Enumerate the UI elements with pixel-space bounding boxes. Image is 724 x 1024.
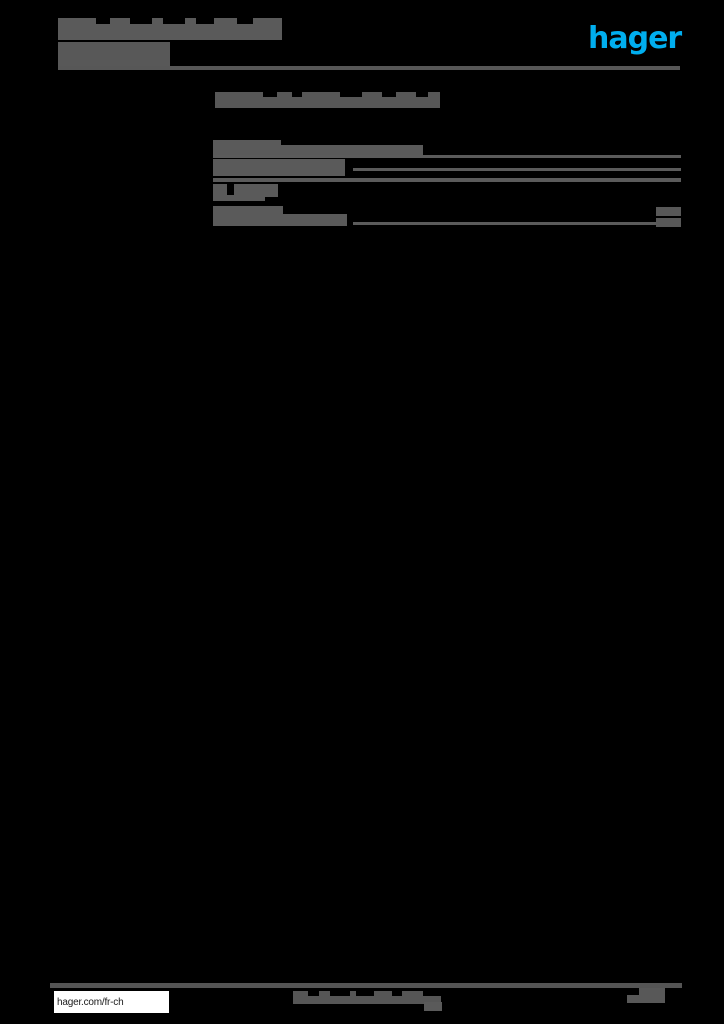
title-notch xyxy=(163,18,185,24)
row-divider xyxy=(353,168,681,171)
section-heading-notch xyxy=(340,92,362,97)
row-divider xyxy=(213,178,681,182)
row-label-block xyxy=(213,206,283,217)
title-notch xyxy=(96,18,110,24)
row-label-block xyxy=(213,159,345,171)
footer-notch xyxy=(356,991,374,996)
subtitle-cut xyxy=(176,42,282,62)
section-heading-notch xyxy=(416,92,428,97)
row-value xyxy=(656,207,681,216)
footer-page-notch xyxy=(627,988,639,995)
footer-notch xyxy=(392,991,402,996)
row-label-block xyxy=(213,145,423,156)
footer-notch xyxy=(330,991,350,996)
section-heading-notch xyxy=(263,92,277,97)
title-notch xyxy=(196,18,214,24)
row-divider xyxy=(213,155,681,158)
row-value xyxy=(656,218,681,227)
document-header: hager xyxy=(0,0,724,80)
title-notch xyxy=(130,18,152,24)
document-footer: hager.com/fr-ch xyxy=(0,978,724,1024)
section-heading-notch xyxy=(382,92,396,97)
hager-logo-text: hager xyxy=(588,21,682,56)
footer-divider xyxy=(50,983,682,988)
footer-center-tail xyxy=(424,1002,442,1011)
section-heading xyxy=(215,92,440,108)
footer-url-text: hager.com/fr-ch xyxy=(57,996,124,1008)
row-marker xyxy=(213,184,227,197)
row-label-block xyxy=(213,169,345,176)
header-divider xyxy=(58,66,680,70)
row-divider xyxy=(353,222,658,225)
row-label-block xyxy=(213,214,347,226)
page-subtitle xyxy=(58,42,170,68)
footer-notch xyxy=(423,991,441,996)
page-title xyxy=(58,18,282,40)
row-label-block xyxy=(234,184,278,197)
row-label-block xyxy=(213,195,265,201)
section-heading-notch xyxy=(292,92,302,97)
hager-logo: hager xyxy=(588,24,682,54)
title-notch xyxy=(237,18,253,24)
footer-url-box[interactable]: hager.com/fr-ch xyxy=(54,991,169,1013)
footer-notch xyxy=(308,991,319,996)
